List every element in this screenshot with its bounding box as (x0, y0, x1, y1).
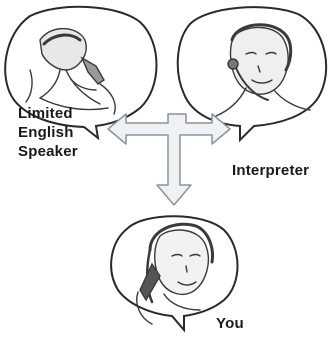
label-line-2: English (18, 123, 78, 142)
three-way-arrow (108, 114, 230, 205)
label-limited-english-speaker: Limited English Speaker (18, 104, 78, 161)
label-interpreter: Interpreter (232, 161, 309, 180)
label-line-3: Speaker (18, 142, 78, 161)
label-line-1: Limited (18, 104, 78, 123)
label-you: You (216, 314, 244, 333)
